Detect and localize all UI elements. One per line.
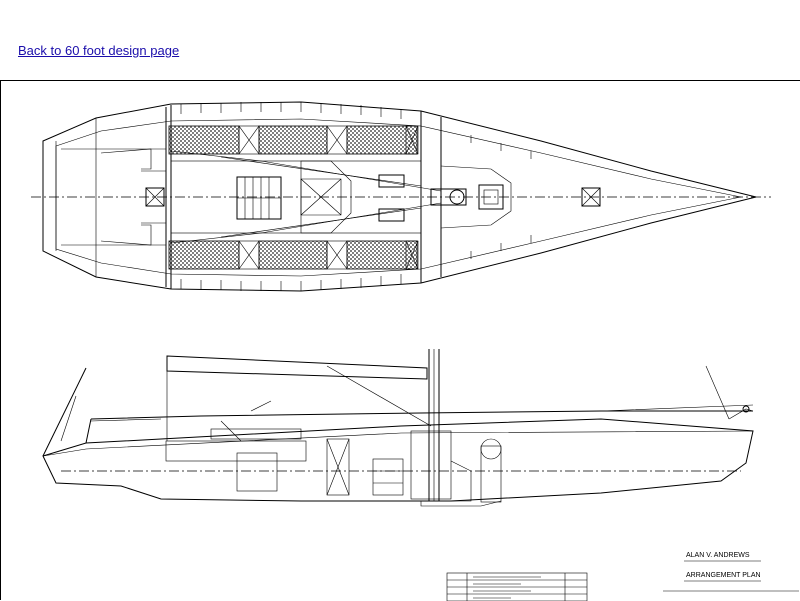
profile-view xyxy=(42,349,754,507)
title-block: ALAN V. ANDREWS ARRANGEMENT PLAN xyxy=(446,552,799,601)
back-link[interactable]: Back to 60 foot design page xyxy=(18,43,180,58)
drawing-title: ARRANGEMENT PLAN xyxy=(686,572,761,579)
arrangement-drawing: ALAN V. ANDREWS ARRANGEMENT PLAN xyxy=(0,80,800,601)
drawing-svg: ALAN V. ANDREWS ARRANGEMENT PLAN xyxy=(31,101,799,601)
plan-view xyxy=(31,101,771,292)
designer-name: ALAN V. ANDREWS xyxy=(686,552,750,559)
